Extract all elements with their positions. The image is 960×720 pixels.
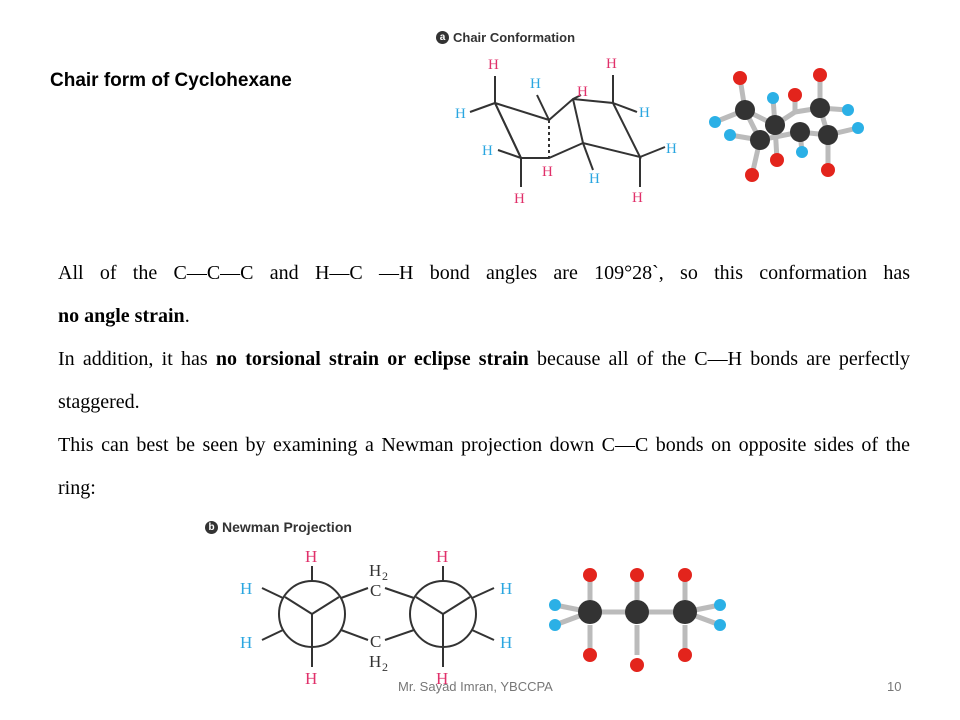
paragraph-2-text-a: In addition, it has — [58, 348, 216, 370]
no-torsional-strain-emphasis: no torsional strain or eclipse strain — [215, 348, 529, 370]
atom-label: H — [589, 171, 600, 187]
footer-author: Mr. Sayad Imran, YBCCPA — [398, 679, 553, 694]
paragraph-3-text: This can best be seen by examining a New… — [58, 434, 910, 499]
newman-bonds — [261, 566, 495, 667]
atom-label: H — [514, 191, 525, 207]
atom-label: H — [436, 547, 448, 566]
subscript-label: 2 — [382, 660, 388, 674]
paragraph-3: This can best be seen by examining a New… — [58, 424, 910, 510]
atom-label: H — [542, 164, 553, 180]
atom-label: H — [666, 141, 677, 157]
atom-label: H — [455, 106, 466, 122]
newman-atom-labels: H H H H H H H H H 2 C C H 2 — [240, 547, 512, 688]
subscript-label: 2 — [382, 569, 388, 583]
atom-label: H — [369, 561, 381, 580]
figure-b-label: b Newman Projection — [205, 519, 352, 535]
figure-b-badge: b — [205, 520, 218, 534]
chair-atom-labels: H H H H H H H H H H H H — [455, 56, 677, 207]
atom-label: H — [305, 669, 317, 688]
figure-a-badge: a — [436, 31, 449, 44]
body-text: All of the C—C—C and H—C —H bond angles … — [58, 252, 910, 510]
atom-label: H — [577, 84, 588, 100]
footer-page-number: 10 — [887, 679, 902, 694]
slide-title: Chair form of Cyclohexane — [50, 70, 292, 91]
atom-label: H — [606, 56, 617, 72]
atom-label: H — [240, 579, 252, 598]
atom-label: H — [500, 633, 512, 652]
atom-label: H — [436, 669, 448, 688]
chair-ball-stick-model — [709, 68, 864, 182]
atom-label: H — [240, 633, 252, 652]
atom-label: H — [530, 76, 541, 92]
atom-label: H — [632, 190, 643, 206]
atom-label: C — [370, 581, 381, 600]
figure-a-label: a Chair Conformation — [436, 30, 575, 45]
paragraph-2-text-c: because all of the C—H bonds are perfect… — [58, 348, 910, 413]
atom-label: H — [639, 105, 650, 121]
figure-a-caption: Chair Conformation — [453, 30, 576, 45]
atom-label: H — [369, 652, 381, 671]
figure-b-caption: Newman Projection — [222, 519, 352, 535]
no-angle-strain-emphasis: no angle strain — [58, 305, 185, 327]
atom-label: C — [370, 632, 381, 651]
paragraph-1-line-2: no angle strain. — [58, 295, 910, 338]
paragraph-1-text: All of the C—C—C and H—C —H bond angles … — [58, 262, 910, 284]
newman-ball-stick-model — [549, 568, 726, 672]
paragraph-2: In addition, it has no torsional strain … — [58, 338, 910, 424]
paragraph-1-period: . — [184, 305, 190, 327]
atom-label: H — [305, 547, 317, 566]
atom-label: H — [488, 57, 499, 73]
chair-bonds — [469, 75, 666, 187]
atom-label: H — [500, 579, 512, 598]
paragraph-1-line-1: All of the C—C—C and H—C —H bond angles … — [58, 252, 910, 295]
atom-label: H — [482, 143, 493, 159]
